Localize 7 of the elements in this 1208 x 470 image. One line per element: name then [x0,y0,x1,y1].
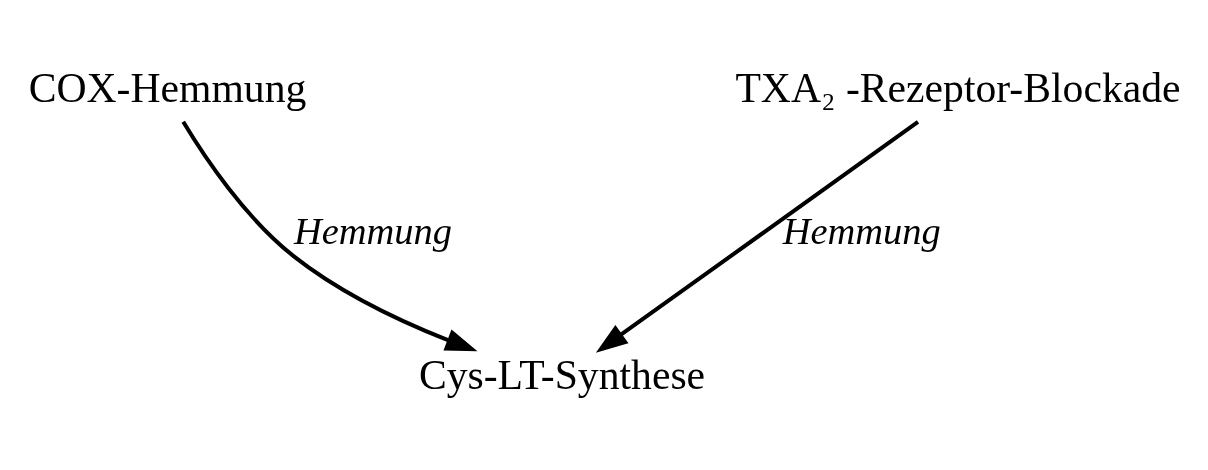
node-text: Cys-LT-Synthese [418,351,706,398]
edge-label: Hemmung [782,209,941,252]
arrow [595,119,920,353]
edge-label: Hemmung [293,209,452,252]
node-text: TXA₂ -Rezeptor-Blockade [735,64,1181,111]
node-text: COX-Hemmung [28,64,307,111]
arrow [181,120,478,351]
